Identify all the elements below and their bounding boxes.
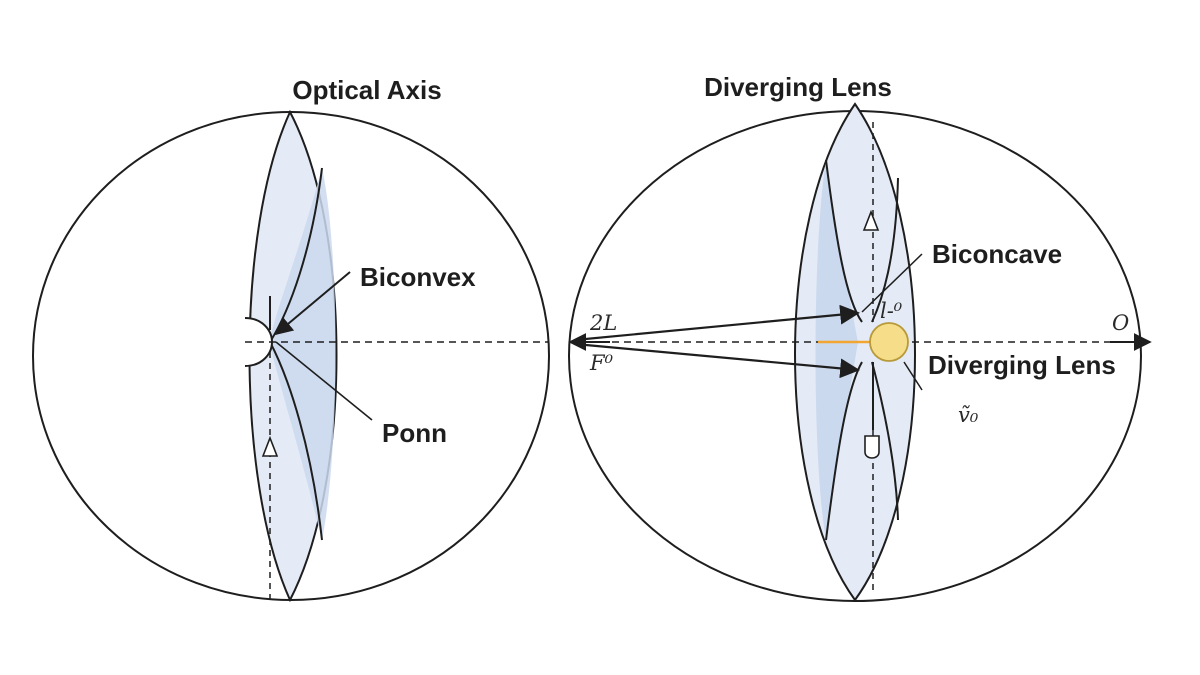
right-ray-upper — [574, 304, 860, 342]
left-lens-shade — [270, 168, 336, 540]
right-label-focal-left: 2L — [589, 311, 617, 335]
right-focus-bulb-icon — [869, 322, 909, 362]
right-diverging-leader — [903, 361, 923, 391]
right-small-triangle-icon — [862, 209, 880, 231]
right-label-right-end: O — [1112, 311, 1129, 335]
right-label-top-small: l-⁰ — [880, 299, 903, 323]
left-small-triangle-icon — [261, 435, 279, 457]
left-biconvex-arrow — [274, 271, 351, 336]
left-title: Optical Axis — [292, 75, 441, 105]
right-ray-lower — [574, 342, 860, 379]
right-lens-shade — [815, 160, 858, 540]
left-point-arrow — [275, 341, 373, 421]
right-small-cup-icon — [864, 435, 880, 459]
right-lens-inner-curve-right — [871, 177, 899, 521]
right-title: Diverging Lens — [704, 72, 892, 102]
right-label-diverging-lens: Diverging Lens — [928, 350, 1116, 380]
right-panel: Diverging Lens Biconcave Diverging Lens … — [568, 72, 1152, 602]
right-label-bottom-small: ṽ₀ — [958, 403, 979, 427]
right-label-biconcave: Biconcave — [932, 239, 1062, 269]
left-label-point: Ponn — [382, 418, 447, 448]
right-biconcave-leader — [861, 253, 923, 313]
left-label-biconvex: Biconvex — [360, 262, 476, 292]
left-panel: Optical Axis Biconvex Ponn — [32, 75, 550, 603]
right-label-focal-left-lower: F⁰ — [589, 351, 614, 375]
